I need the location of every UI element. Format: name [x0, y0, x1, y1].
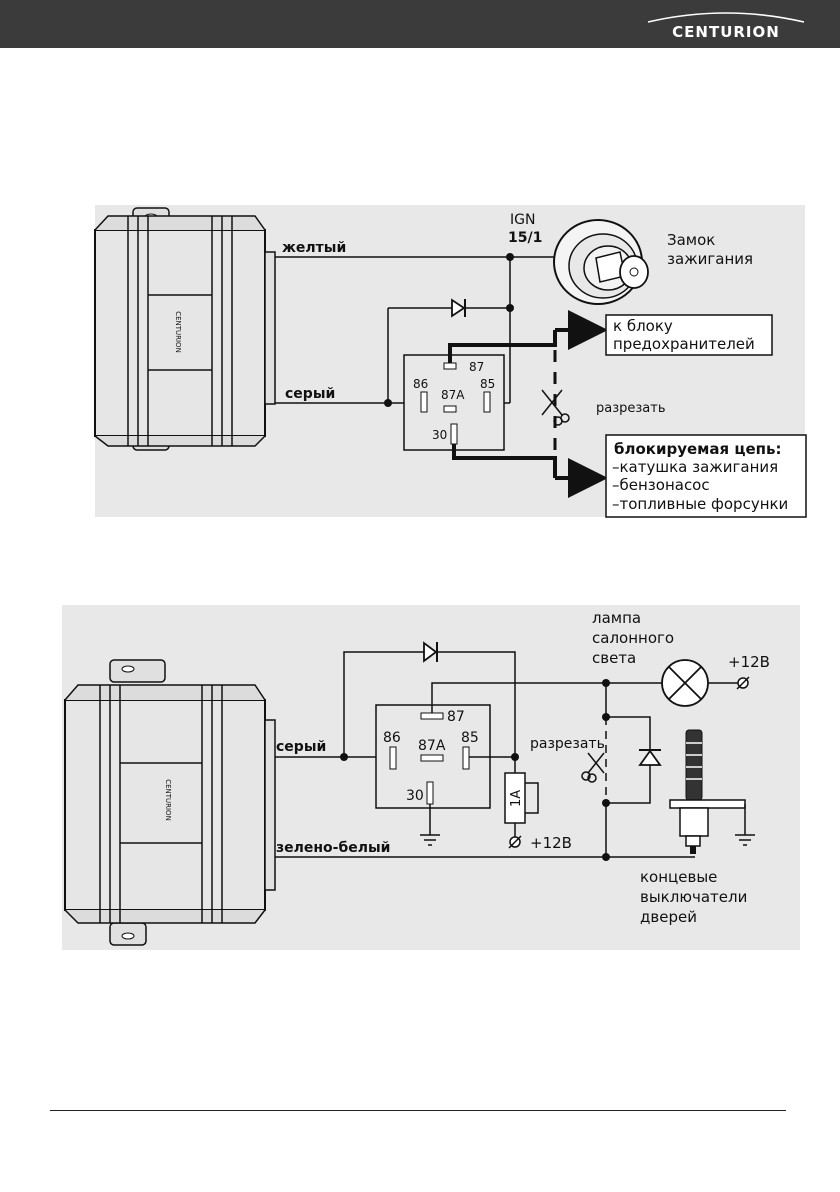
relay-pin-87: 87	[469, 360, 484, 374]
lamp-label-3: света	[592, 649, 636, 667]
blocked-circuit-title: блокируемая цепь:	[614, 440, 782, 458]
relay-pin-86: 86	[383, 730, 401, 746]
blocked-circuit-item: –бензонасос	[612, 476, 710, 494]
fuse-plus-12v: +12В	[530, 834, 572, 852]
relay-pin-87a: 87A	[441, 388, 465, 402]
relay-pin-30: 30	[406, 788, 424, 804]
fuse-block-label-1: к блоку	[613, 317, 673, 335]
control-unit: CENTURION	[65, 660, 275, 945]
header-bar: CENTURION	[0, 0, 840, 48]
ign-label: IGN	[510, 212, 535, 228]
unit-logo-text: CENTURION	[164, 779, 172, 821]
door-switch-label-1: концевые	[640, 868, 717, 886]
cut-label: разрезать	[530, 736, 605, 752]
relay-pin-85: 85	[480, 377, 495, 391]
wiring-diagram-interior-light: CENTURION серый 87 86 87A 85 30 1А	[0, 605, 840, 950]
brand-logo: CENTURION	[626, 8, 826, 42]
relay-pin-30: 30	[432, 428, 447, 442]
blocked-circuit-item: –топливные форсунки	[612, 495, 788, 513]
grey-wire-label: серый	[276, 739, 326, 755]
fuse-label: 1А	[509, 790, 524, 807]
lamp-plus-12v: +12В	[728, 653, 770, 671]
ignition-lock-label-2: зажигания	[667, 250, 753, 268]
relay-pin-87a: 87A	[418, 738, 446, 754]
ign-code: 15/1	[508, 230, 542, 246]
relay-pin-86: 86	[413, 377, 428, 391]
footer-rule	[50, 1110, 786, 1111]
door-switch-label-2: выключатели	[640, 888, 747, 906]
lamp-label-2: салонного	[592, 629, 674, 647]
cut-label: разрезать	[596, 401, 666, 416]
relay-pin-87: 87	[447, 709, 465, 725]
yellow-wire-label: желтый	[282, 240, 346, 256]
lamp-icon	[662, 660, 708, 706]
relay-pin-85: 85	[461, 730, 479, 746]
control-unit: CENTURION	[95, 208, 275, 450]
grey-wire-label: серый	[285, 386, 335, 402]
wiring-diagram-ignition: CENTURION желтый IGN 15/1 Замок зажигани…	[0, 200, 840, 520]
door-switch-label-3: дверей	[640, 908, 697, 926]
lamp-label-1: лампа	[592, 609, 641, 627]
ignition-lock-label-1: Замок	[667, 231, 715, 249]
relay: 87 86 87A 85 30	[404, 355, 504, 450]
unit-logo-text: CENTURION	[174, 311, 182, 353]
blocked-circuit-item: –катушка зажигания	[612, 458, 778, 476]
fuse-block-label-2: предохранителей	[613, 335, 755, 353]
green-white-wire-label: зелено-белый	[276, 840, 390, 856]
brand-name: CENTURION	[672, 23, 780, 41]
